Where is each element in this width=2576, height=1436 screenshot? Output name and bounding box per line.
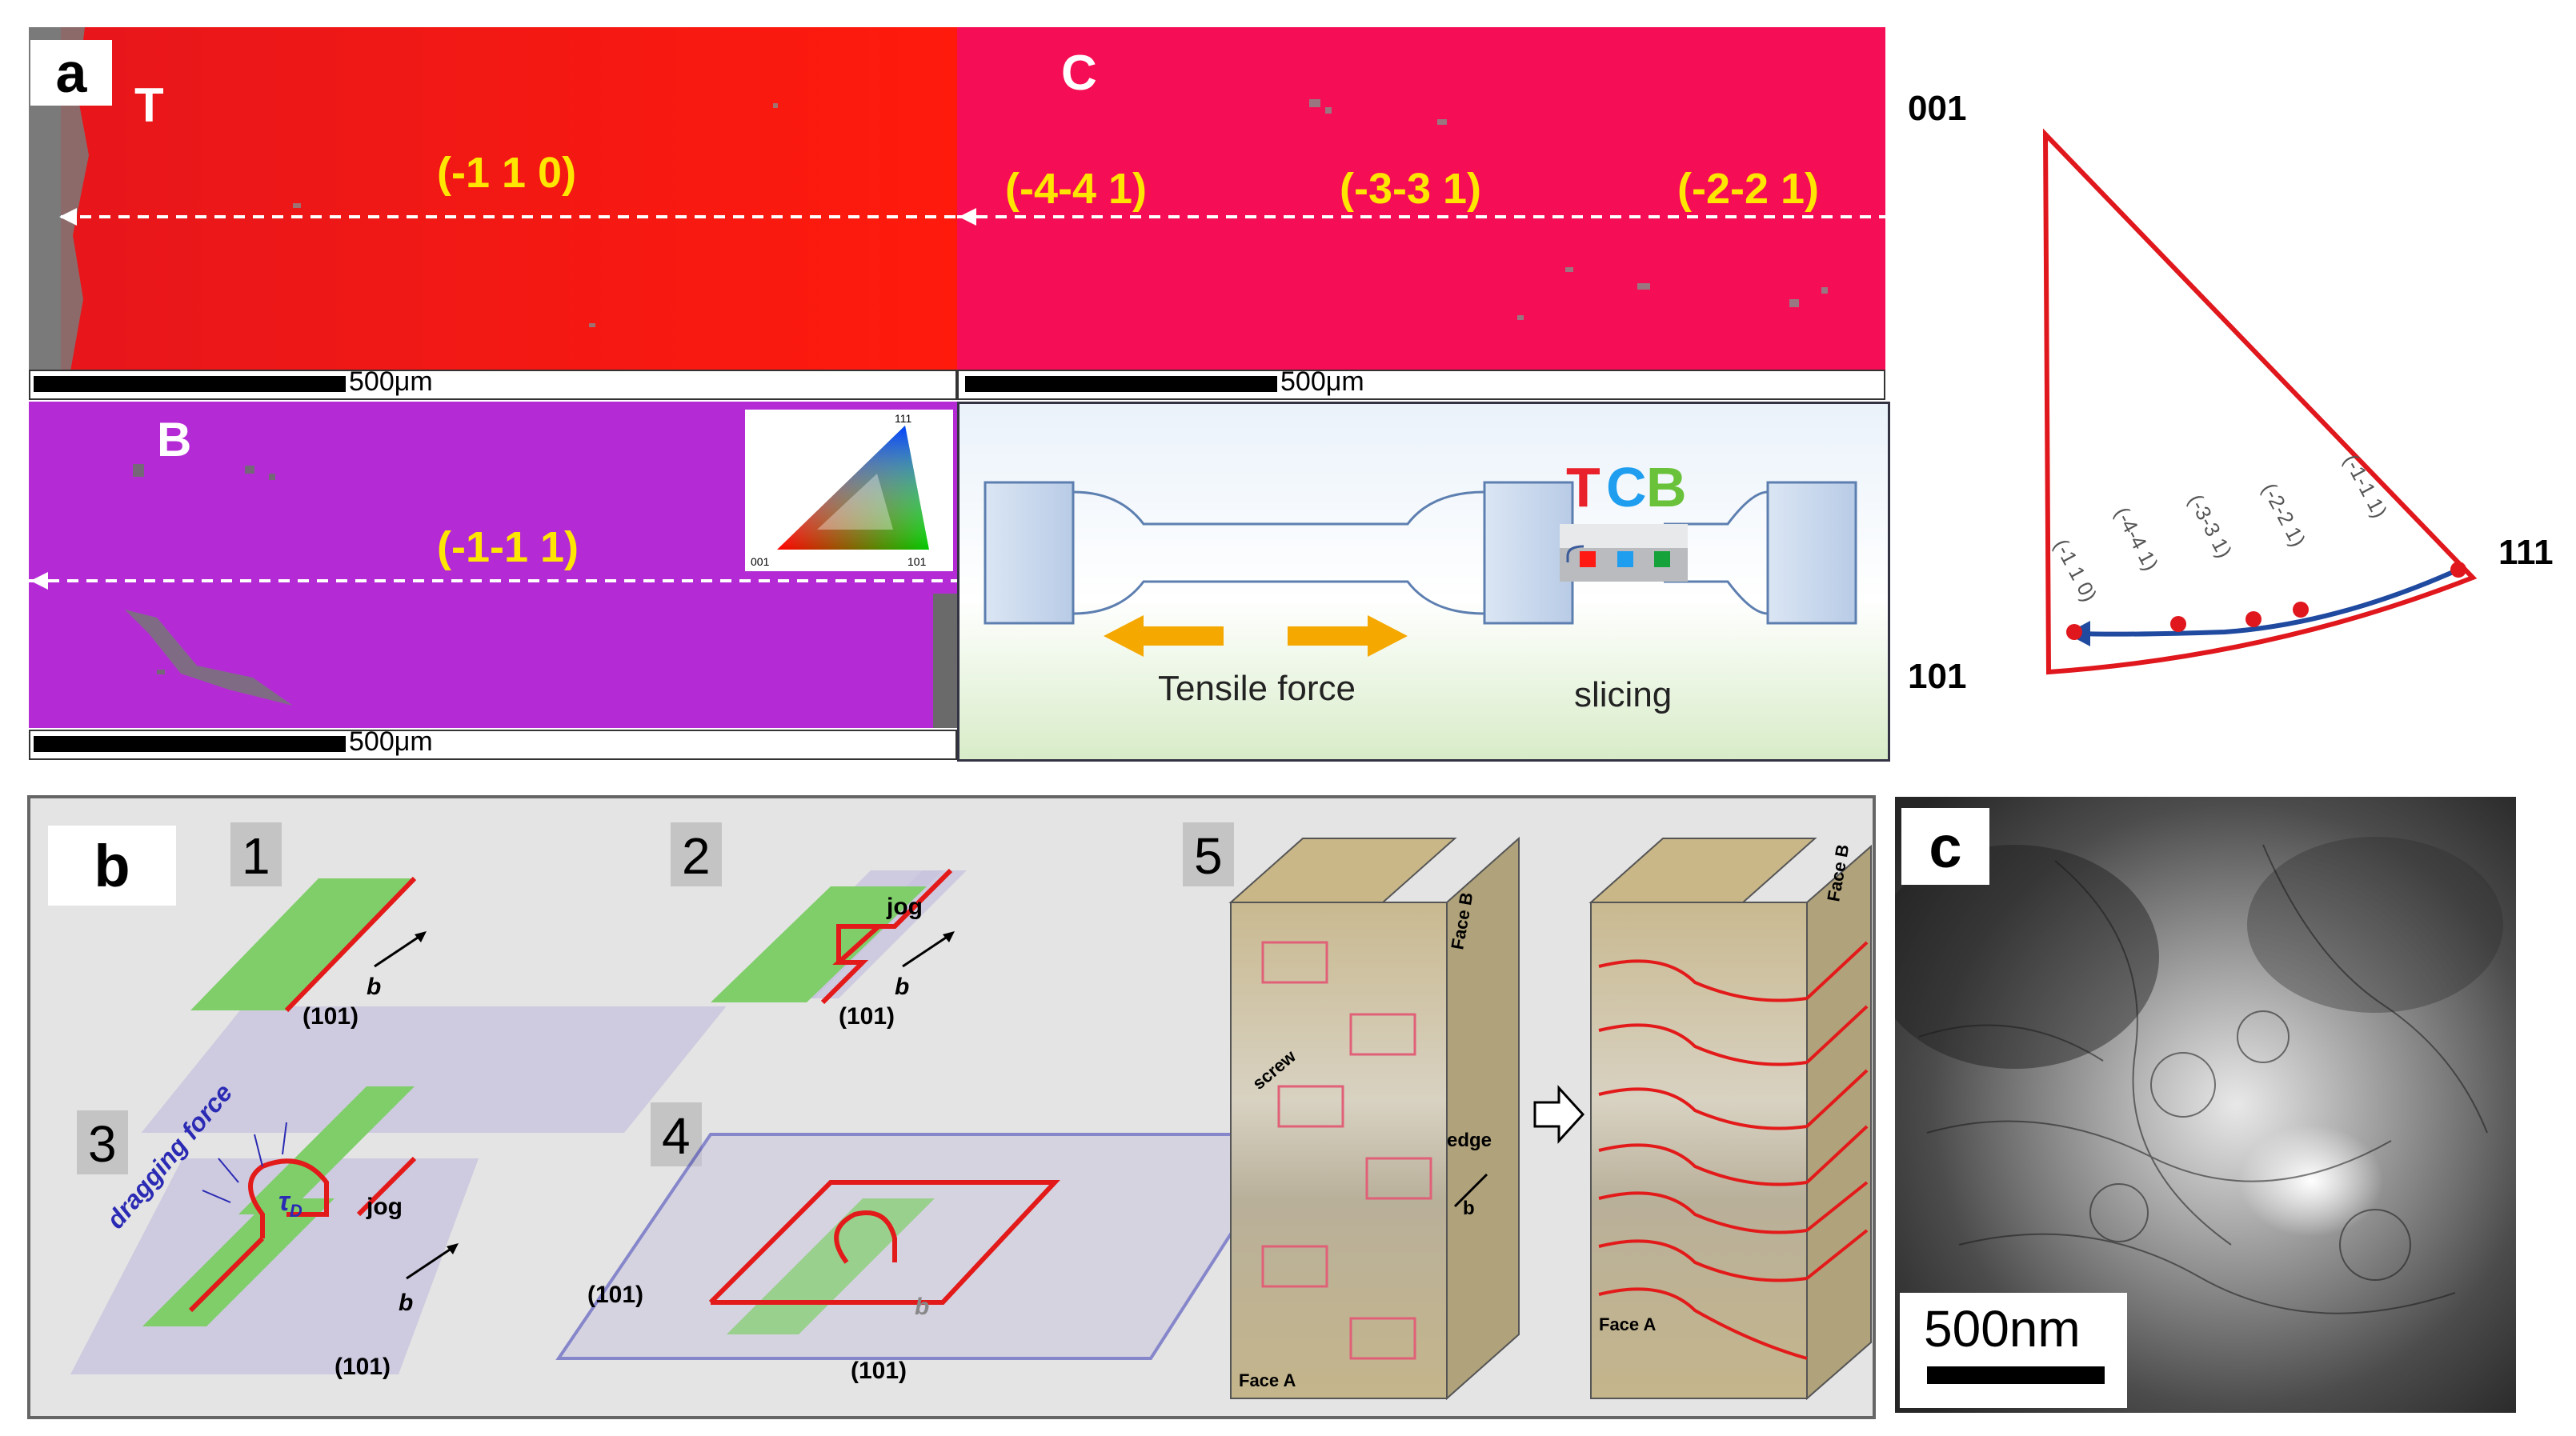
scale-label-c: 500μm	[1280, 366, 1364, 397]
ipf-triangle-outline	[2042, 128, 2478, 675]
ipf-key-111: 111	[895, 412, 911, 425]
plane-label-1: (101)	[302, 1003, 359, 1030]
step-4-box	[651, 1102, 702, 1166]
ipf-key-101: 101	[907, 555, 927, 568]
face-a-label-1: Face A	[1239, 1370, 1296, 1390]
right-grip-2	[1766, 481, 1857, 625]
step-1-box	[230, 822, 282, 886]
scalebar-t	[34, 376, 346, 392]
step-1-diagram: b (101)	[141, 876, 727, 1133]
ipf-path-points	[2066, 562, 2466, 640]
marker-c	[1617, 551, 1633, 567]
step-5-diagram: screw edge b Face A Face B	[1228, 836, 1872, 1401]
scalebar-strip-c	[957, 370, 1885, 400]
step-5-label: 5	[1194, 827, 1223, 885]
transform-arrow	[1533, 1085, 1585, 1144]
ipf-point-441	[2170, 616, 2186, 632]
scalebar-c	[965, 376, 1277, 392]
path-label-110: (-1 1 0)	[2049, 535, 2102, 606]
tem-scalebar	[1927, 1366, 2105, 1384]
edge-label: edge	[1447, 1130, 1492, 1151]
scalebar-b	[34, 736, 346, 752]
b-map-label: B	[157, 413, 191, 466]
ipf-key-001: 001	[751, 555, 770, 568]
plane-label-3: (101)	[335, 1354, 391, 1380]
b-orientation-label: (-1-1 1)	[437, 523, 579, 571]
step-3-label: 3	[88, 1115, 117, 1173]
panel-a-letter: a	[30, 40, 112, 106]
slicing-label: slicing	[1574, 675, 1672, 714]
panel-a: (-1 1 0) T a C (-4-4 1) (-3-3 1) (-2-2 1…	[29, 27, 2554, 762]
t-orientation-label: (-1 1 0)	[437, 149, 576, 197]
jog-label-2: jog	[886, 894, 923, 920]
left-grip-1	[984, 481, 1075, 625]
b-vector-1: b	[367, 974, 381, 1000]
ebsd-map-b: B (-1-1 1) 111 001 101	[29, 402, 957, 728]
ebsd-map-t: (-1 1 0) T	[29, 27, 957, 371]
path-label-331: (-3-3 1)	[2184, 490, 2237, 562]
tcb-letter-b: B	[1646, 456, 1687, 518]
tau-label: τD	[278, 1186, 302, 1221]
step-2-label: 2	[682, 827, 711, 885]
ebsd-map-c: C (-4-4 1) (-3-3 1) (-2-2 1)	[957, 27, 1885, 371]
scale-label-b: 500μm	[349, 726, 433, 757]
ipf-point-110	[2066, 624, 2082, 640]
tensile-force-label: Tensile force	[1158, 669, 1356, 708]
ipf-triangle-plot: 001 101 111 (-1 1 0) (-4-4 1) (-3-3 1) (…	[1908, 89, 2554, 696]
panel-c: c 500nm	[1895, 797, 2516, 1413]
tensile-arrow-left	[1104, 615, 1224, 657]
ipf-point-221	[2293, 602, 2309, 618]
b-vector-2: b	[895, 974, 909, 1000]
path-label-221: (-2-2 1)	[2258, 479, 2311, 550]
step-2-box	[671, 822, 722, 886]
t-map-label: T	[134, 78, 164, 132]
corner-101: 101	[1908, 657, 1966, 696]
panel-b-drawing: 1 2 3 4 5 b (101)	[70, 822, 1872, 1401]
step-1-label: 1	[242, 827, 270, 885]
path-label-441: (-4-4 1)	[2110, 503, 2164, 574]
tcb-letter-t: T	[1566, 456, 1600, 518]
tensile-schematic: Tensile force T C B slicing	[957, 402, 1890, 762]
corner-111: 111	[2498, 533, 2554, 572]
panel-b-letter: b	[48, 826, 176, 906]
ipf-point-331	[2245, 611, 2262, 627]
b-vector-3: b	[399, 1290, 413, 1316]
step-5-box	[1183, 822, 1234, 886]
ipf-color-key: 111 001 101	[745, 410, 953, 571]
plane-label-2: (101)	[839, 1003, 895, 1030]
step-4-diagram: (101) (101) b	[555, 1133, 1298, 1384]
step-4-label: 4	[662, 1107, 691, 1165]
marker-t	[1580, 551, 1596, 567]
plane-label-4b: (101)	[851, 1358, 907, 1384]
c-orientation-3: (-2-2 1)	[1677, 165, 1819, 213]
b-vector-4: b	[915, 1294, 929, 1320]
c-orientation-2: (-3-3 1)	[1340, 165, 1481, 213]
right-grip-1	[1483, 481, 1574, 625]
tem-scale-box	[1900, 1293, 2127, 1408]
tcb-letter-c: C	[1606, 456, 1647, 518]
tensile-arrow-right	[1288, 615, 1408, 657]
marker-b	[1654, 551, 1670, 567]
c-map-label: C	[1061, 46, 1097, 101]
tem-scale-label: 500nm	[1924, 1300, 2081, 1358]
panel-b: b 1 2 3 4 5 b (101)	[27, 795, 1876, 1419]
panel-c-letter: c	[1901, 808, 1989, 885]
b-vector-5: b	[1463, 1198, 1475, 1219]
ipf-path-curve	[2077, 567, 2460, 637]
step-3-box	[77, 1110, 128, 1174]
scale-label-t: 500μm	[349, 366, 433, 397]
ipf-point-111	[2450, 562, 2466, 578]
c-orientation-1: (-4-4 1)	[1005, 165, 1147, 213]
face-a-label-2: Face A	[1599, 1314, 1656, 1334]
jog-label-3: jog	[366, 1194, 403, 1220]
step-2-diagram: jog b (101)	[711, 868, 967, 1030]
corner-001: 001	[1908, 89, 1966, 128]
plane-label-4a: (101)	[587, 1282, 643, 1308]
